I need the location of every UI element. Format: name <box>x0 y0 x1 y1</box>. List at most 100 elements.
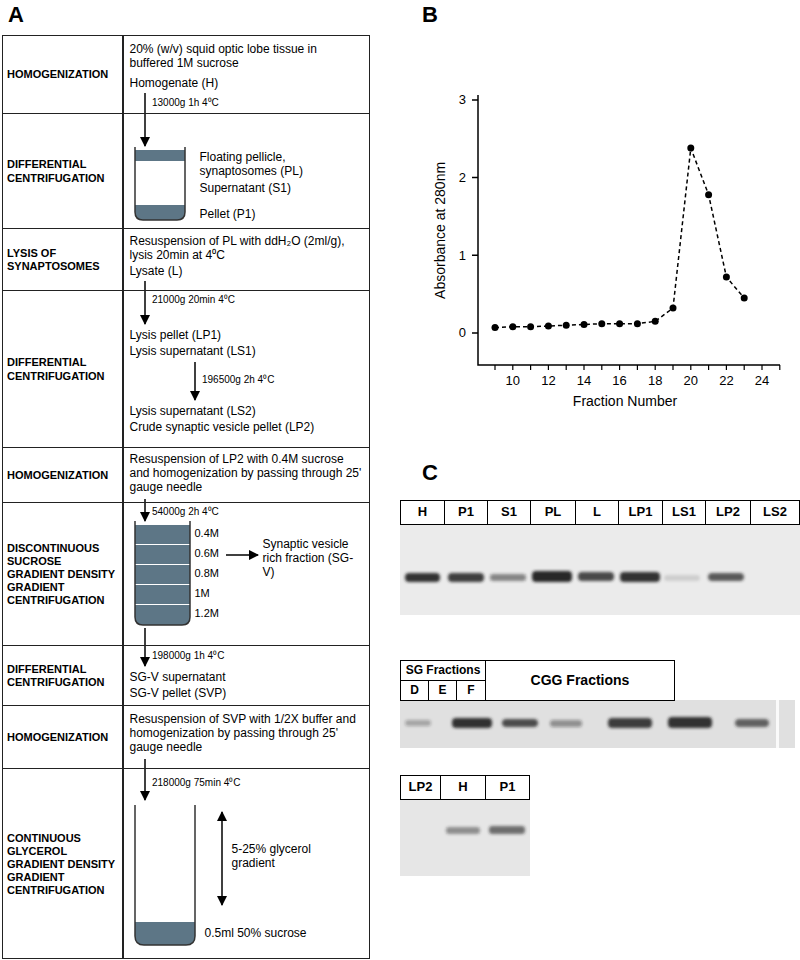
data-point <box>545 323 552 330</box>
blot-membrane <box>400 700 795 748</box>
step-text: 5-25% glycerol gradient <box>232 842 342 871</box>
data-point <box>581 321 588 328</box>
blot-band <box>578 572 614 581</box>
column-divider <box>122 448 124 502</box>
blot-band <box>448 573 484 582</box>
step-text: Homogenate (H) <box>130 76 350 90</box>
blot-band <box>446 827 480 834</box>
spin-condition: 13000g 1h 4⁰C <box>152 97 219 109</box>
lane-header-cell: LS2 <box>750 500 800 525</box>
blot-bands <box>446 826 525 834</box>
lane-header-cell: LP1 <box>618 500 663 525</box>
lane-header-cell: H <box>400 500 445 525</box>
data-point <box>616 320 623 327</box>
sucrose-cushion <box>135 922 195 945</box>
lane-header-cell: P1 <box>485 775 530 800</box>
tube-outline <box>135 521 190 625</box>
tube-pellicle <box>135 150 185 161</box>
blot-band <box>664 575 700 581</box>
lane-label: LS1 <box>672 505 696 519</box>
step-heading: DIFFERENTIAL CENTRIFUGATION <box>7 158 119 184</box>
protocol-step-row: LYSIS OF SYNAPTOSOMESResuspension of PL … <box>2 228 370 290</box>
blot-bands <box>405 717 769 728</box>
x-axis-title: Fraction Number <box>573 393 677 410</box>
step-text: 0.6M <box>195 547 235 560</box>
column-divider <box>122 291 124 447</box>
lane-label: H <box>418 505 427 519</box>
blot-band <box>668 717 712 728</box>
y-tick-label: 3 <box>459 92 466 108</box>
step-text: 0.8M <box>195 567 235 580</box>
column-divider <box>122 229 124 290</box>
gradient-band <box>135 605 190 625</box>
blot-band <box>405 720 431 726</box>
gradient-tube <box>135 521 190 625</box>
column-divider <box>122 646 124 705</box>
y-tick-label: 0 <box>459 325 466 341</box>
blot-band <box>620 572 660 582</box>
step-heading: DIFFERENTIAL CENTRIFUGATION <box>7 356 119 382</box>
x-tick-label: 10 <box>506 373 520 389</box>
column-divider <box>122 114 124 228</box>
spin-condition: 198000g 1h 4⁰C <box>152 650 224 662</box>
lane-header-cell: PL <box>530 500 576 525</box>
step-arrow <box>144 759 146 800</box>
x-tick-label: 18 <box>648 373 662 389</box>
panel-letter: B <box>422 2 438 28</box>
blot-membrane <box>400 525 800 615</box>
lane-header-cell: CGG Fractions <box>485 660 675 701</box>
lane-label: LP1 <box>629 505 653 519</box>
blot-band <box>490 574 526 581</box>
step-text: Resuspension of SVP with 1/2X buffer and… <box>130 712 362 755</box>
lane-label: L <box>593 505 601 519</box>
protocol-step-row: CONTINUOUS GLYCEROL GRADIENT DENSITY GRA… <box>2 768 370 959</box>
fraction-arrow <box>226 554 258 556</box>
step-text: Lysis supernatant (LS1) <box>130 344 362 358</box>
data-point <box>492 324 499 331</box>
x-tick-label: 24 <box>755 373 769 389</box>
x-tick-label: 16 <box>612 373 626 389</box>
spin-condition: 196500g 2h 4⁰C <box>202 374 274 386</box>
lane-header-cell: S1 <box>487 500 531 525</box>
lane-header-cell: F <box>456 680 486 701</box>
step-text: Crude synaptic vesicle pellet (LP2) <box>130 420 362 434</box>
lane-header-cell: L <box>575 500 619 525</box>
blot-band <box>502 719 538 727</box>
step-heading: DISCONTINUOUS SUCROSE GRADIENT DENSITY G… <box>7 542 119 608</box>
step-text: SG-V pellet (SVP) <box>130 686 362 700</box>
protocol-step-row: HOMOGENIZATIONResuspension of SVP with 1… <box>2 705 370 768</box>
column-divider <box>122 36 124 113</box>
step-text: Lysis pellet (LP1) <box>130 328 362 342</box>
step-arrow <box>144 281 146 324</box>
blot-band <box>735 719 769 727</box>
step-text: Lysis supernatant (LS2) <box>130 404 362 418</box>
lane-label: P1 <box>458 505 474 519</box>
step-text: Resuspension of LP2 with 0.4M sucrose an… <box>130 452 362 495</box>
blot-membrane <box>400 800 530 876</box>
gradient-band <box>135 545 190 564</box>
lane-header-cell: P1 <box>444 500 488 525</box>
data-point <box>527 323 534 330</box>
tube-outline <box>135 147 185 220</box>
chart-axes <box>478 95 780 365</box>
western-blot <box>400 525 800 615</box>
centrifuge-tube <box>135 147 185 220</box>
blot-seam <box>776 700 779 748</box>
data-point <box>509 323 516 330</box>
lane-header-cell: H <box>440 775 486 800</box>
panel-letter: C <box>422 460 438 486</box>
step-heading: CONTINUOUS GLYCEROL GRADIENT DENSITY GRA… <box>7 832 119 898</box>
data-point <box>598 320 605 327</box>
lane-label: LP2 <box>409 780 433 794</box>
y-axis-title: Absorbance at 280nm <box>432 162 449 299</box>
protocol-step-row: DISCONTINUOUS SUCROSE GRADIENT DENSITY G… <box>2 502 370 645</box>
x-tick-label: 20 <box>684 373 698 389</box>
data-point <box>723 274 730 281</box>
western-blot <box>400 700 795 748</box>
gradient-arrow <box>221 812 223 905</box>
tube-pellet <box>135 205 185 220</box>
lane-label: H <box>458 780 467 794</box>
x-axis-ticks <box>495 365 780 370</box>
